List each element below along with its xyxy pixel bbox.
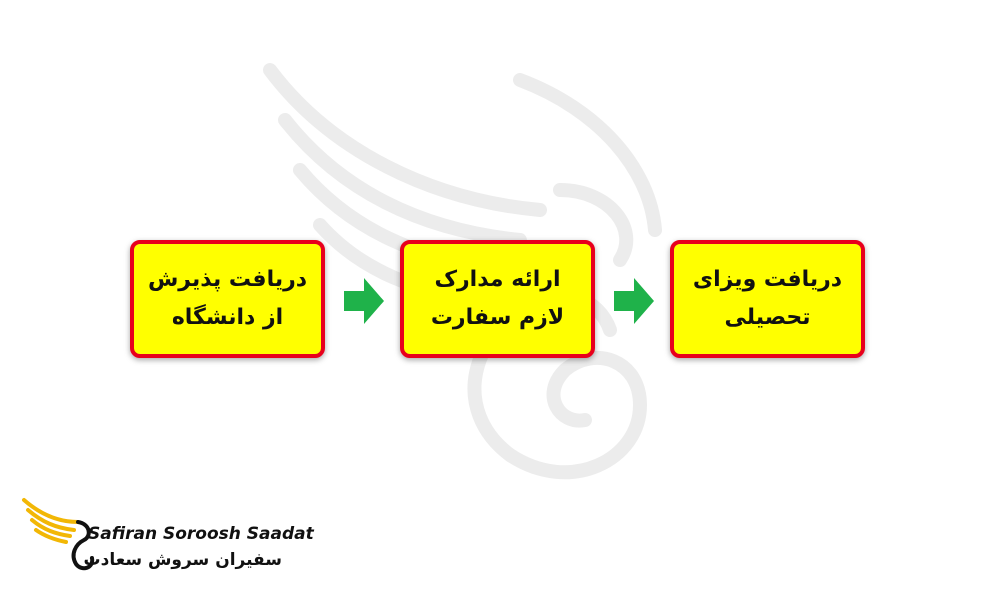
step-box-university-admission: دریافت پذیرش از دانشگاه (130, 240, 325, 358)
step-label-line1: دریافت ویزای (692, 267, 843, 292)
right-arrow-icon (614, 278, 654, 324)
company-logo: Safiran Soroosh Saadat سفیران سروش سعادت (20, 492, 314, 582)
step-label-line2: تحصیلی (724, 305, 811, 330)
right-arrow-icon (344, 278, 384, 324)
step-label-line1: دریافت پذیرش (147, 267, 308, 292)
brand-name-persian: سفیران سروش سعادت (83, 550, 282, 570)
step-label-line1: ارائه مدارک (434, 267, 561, 292)
brand-name-latin: Safiran Soroosh Saadat (88, 524, 314, 544)
wing-emblem-icon (22, 498, 95, 571)
step-label-line2: از دانشگاه (171, 305, 284, 330)
step-box-student-visa: دریافت ویزای تحصیلی (670, 240, 865, 358)
step-label-line2: لازم سفارت (430, 305, 565, 330)
step-box-submit-documents: ارائه مدارک لازم سفارت (400, 240, 595, 358)
